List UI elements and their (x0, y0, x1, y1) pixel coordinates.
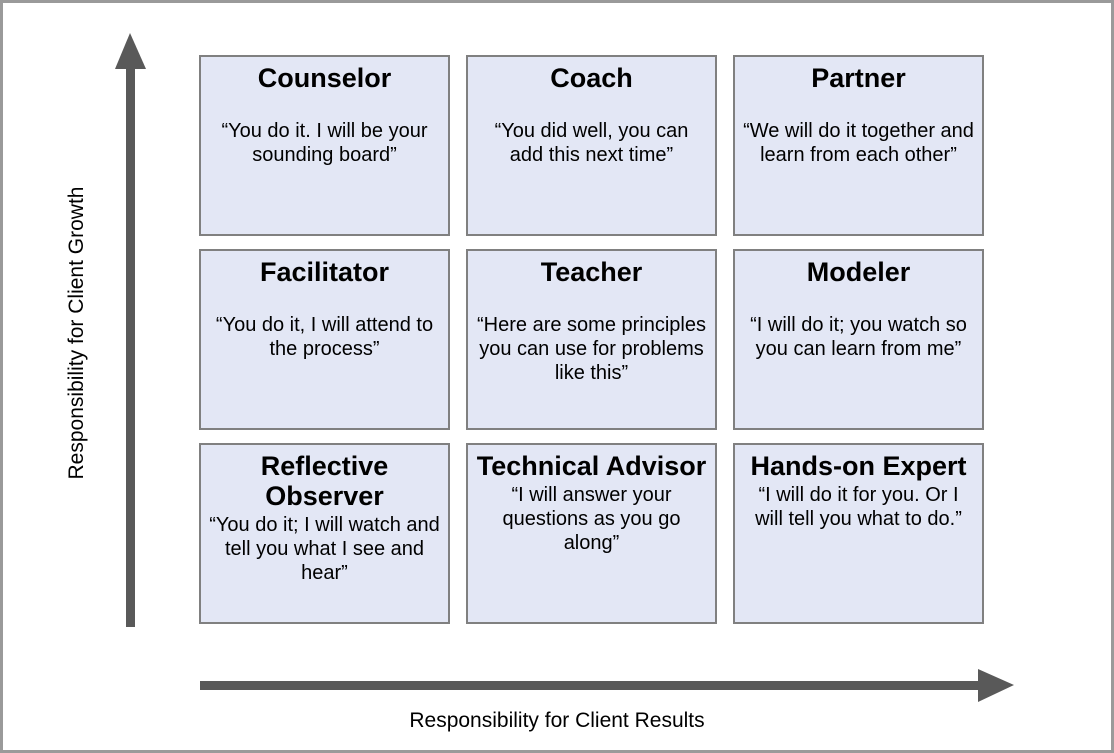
matrix-cell-teacher[interactable]: Teacher “Here are some principles you ca… (466, 249, 717, 430)
cell-quote: “Here are some principles you can use fo… (477, 314, 706, 385)
cell-quote: “You do it, I will attend to the process… (215, 314, 434, 361)
cell-title: Teacher (540, 257, 643, 287)
cell-title: Facilitator (259, 257, 390, 287)
x-axis-arrowhead-icon (978, 669, 1014, 702)
matrix-cell-facilitator[interactable]: Facilitator “You do it, I will attend to… (199, 249, 450, 430)
cell-quote: “You did well, you can add this next tim… (494, 120, 689, 167)
matrix-cell-hands-on-expert[interactable]: Hands-on Expert “I will do it for you. O… (733, 443, 984, 624)
matrix-cell-counselor[interactable]: Counselor “You do it. I will be your sou… (199, 55, 450, 236)
y-axis-arrowhead-icon (115, 33, 146, 69)
cell-quote: “We will do it together and learn from e… (743, 120, 974, 167)
cell-quote: “I will do it for you. Or I will tell yo… (755, 484, 962, 531)
cell-title: Modeler (806, 257, 911, 287)
matrix-cell-coach[interactable]: Coach “You did well, you can add this ne… (466, 55, 717, 236)
y-axis-shaft (126, 66, 135, 627)
x-axis-shaft (200, 681, 980, 690)
matrix-cell-modeler[interactable]: Modeler “I will do it; you watch so you … (733, 249, 984, 430)
role-matrix: Counselor “You do it. I will be your sou… (199, 55, 984, 624)
cell-title: Counselor (257, 63, 392, 93)
cell-title: Partner (811, 63, 906, 93)
x-axis-label: Responsibility for Client Results (409, 709, 705, 732)
cell-title: Reflective Observer (260, 451, 389, 512)
cell-title: Technical Advisor (476, 451, 707, 481)
matrix-cell-technical-advisor[interactable]: Technical Advisor “I will answer your qu… (466, 443, 717, 624)
y-axis-arrow (115, 33, 146, 627)
cell-quote: “I will answer your questions as you go … (502, 484, 681, 555)
y-axis-label: Responsibility for Client Growth (65, 186, 88, 480)
x-axis-arrow (200, 669, 1014, 702)
cell-quote: “I will do it; you watch so you can lear… (750, 314, 967, 361)
matrix-cell-partner[interactable]: Partner “We will do it together and lear… (733, 55, 984, 236)
cell-title: Hands-on Expert (750, 451, 967, 481)
matrix-cell-reflective-observer[interactable]: Reflective Observer “You do it; I will w… (199, 443, 450, 624)
cell-quote: “You do it. I will be your sounding boar… (221, 120, 428, 167)
cell-title: Coach (550, 63, 633, 93)
cell-quote: “You do it; I will watch and tell you wh… (209, 514, 440, 585)
